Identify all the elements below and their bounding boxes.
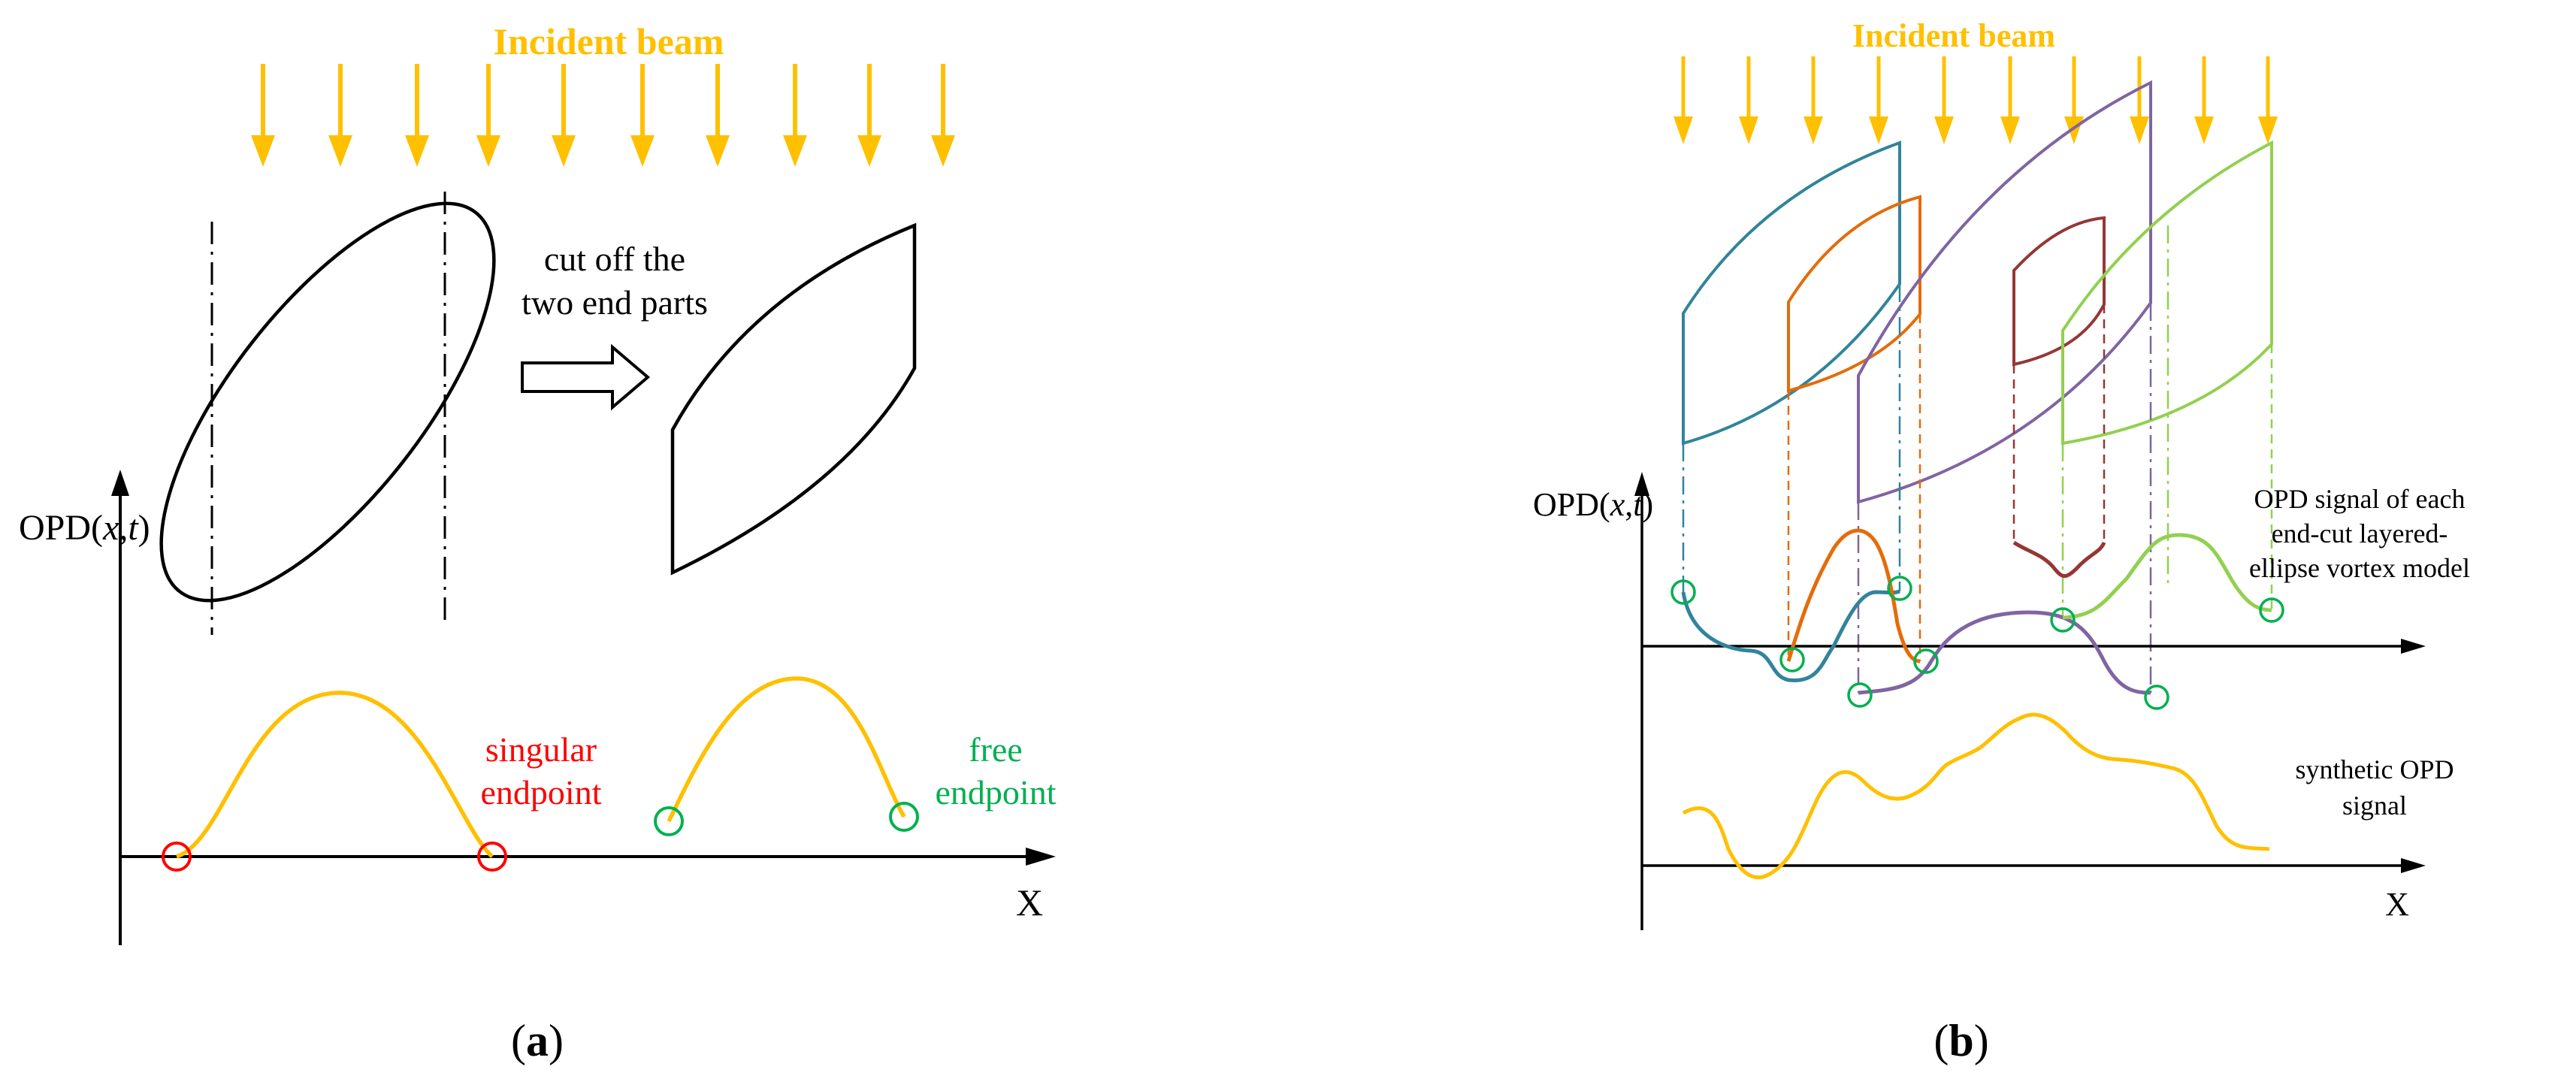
- opd-signal-purple: [1858, 610, 2151, 695]
- panel-b-caption: (b): [1934, 1016, 1988, 1065]
- cut-ellipse: [670, 222, 917, 576]
- free-endpoint-marker: [1913, 648, 1939, 674]
- opd-curve-full: [176, 691, 494, 859]
- panel-a: Incident beam cut off the two end parts: [19, 20, 1057, 1065]
- singular-endpoint-marker-left: [162, 842, 192, 872]
- panel-a-x-arrowhead: [1026, 848, 1056, 866]
- beam-arrow: [405, 64, 429, 167]
- synthetic-opd-curve: [1682, 712, 2270, 880]
- free-endpoint-marker: [2259, 597, 2284, 623]
- beam-arrow: [2194, 56, 2214, 144]
- panel-b-y-arrowhead: [1634, 472, 1649, 496]
- panel-a-y-arrowhead: [111, 470, 129, 496]
- cut-label-line1: cut off the: [544, 240, 685, 278]
- beam-arrow: [931, 64, 955, 167]
- panel-b-upper-x-arrowhead: [2401, 639, 2426, 654]
- singular-label-line1: singular: [485, 730, 597, 769]
- panel-b-y-label: OPD(x,t): [1533, 486, 1653, 523]
- panel-a-beam-arrows: [251, 64, 955, 167]
- synthetic-label-line1: synthetic OPD: [2296, 754, 2454, 784]
- beam-arrow: [706, 64, 730, 167]
- panel-a-x-label: X: [1016, 881, 1043, 923]
- beam-arrow: [1673, 56, 1693, 144]
- panel-b-beam-arrows: [1673, 56, 2278, 144]
- beam-arrow: [2000, 56, 2020, 144]
- singular-endpoint-marker-right: [477, 842, 507, 872]
- signal-label-line1: OPD signal of each: [2254, 484, 2466, 514]
- free-endpoint-marker: [1887, 576, 1912, 601]
- singular-label-line2: endpoint: [481, 773, 602, 812]
- free-label-line2: endpoint: [936, 773, 1057, 812]
- vortex-shape-green: [2061, 140, 2273, 446]
- full-ellipse: [159, 201, 496, 603]
- opd-signal-green: [2062, 533, 2272, 620]
- free-endpoint-marker-left: [654, 806, 684, 836]
- opd-signal-orange: [1786, 528, 1921, 663]
- panel-a-beam-title: Incident beam: [494, 20, 724, 62]
- beam-arrow: [1934, 56, 1954, 144]
- panel-b: Incident beam: [1533, 17, 2470, 1065]
- beam-arrow: [857, 64, 881, 167]
- beam-arrow: [1869, 56, 1888, 144]
- cut-label-line2: two end parts: [522, 283, 708, 322]
- opd-curve-cut: [667, 676, 906, 823]
- projection-lines: [1682, 225, 2273, 693]
- signal-label-line3: ellipse vortex model: [2249, 553, 2470, 583]
- transform-arrow: [521, 343, 651, 411]
- signal-label-line2: end-cut layered-: [2272, 518, 2448, 549]
- vortex-shape-orange: [1787, 195, 1921, 393]
- synthetic-label-line2: signal: [2342, 790, 2407, 821]
- opd-signal-brown: [2012, 540, 2106, 579]
- vortex-shape-teal: [1682, 141, 1901, 446]
- free-endpoint-marker: [2050, 607, 2076, 633]
- beam-arrow: [328, 64, 352, 167]
- beam-arrow: [1804, 56, 1823, 144]
- panel-b-beam-title: Incident beam: [1852, 17, 2055, 54]
- panel-a-caption: (a): [511, 1016, 564, 1065]
- beam-arrow: [783, 64, 807, 167]
- opd-signal-teal: [1681, 589, 1900, 682]
- beam-arrow: [630, 64, 655, 167]
- panel-b-x-label: X: [2385, 886, 2409, 923]
- panel-b-lower-x-arrowhead: [2401, 858, 2426, 873]
- panel-a-y-label: OPD(x,t): [19, 508, 150, 548]
- vortex-shape-purple: [1857, 80, 2152, 504]
- free-label-line1: free: [969, 730, 1022, 769]
- free-endpoint-marker: [1779, 647, 1805, 672]
- beam-arrow: [2258, 56, 2278, 144]
- beam-arrow: [476, 64, 500, 167]
- free-endpoint-marker: [1847, 682, 1873, 708]
- free-endpoint-marker-right: [889, 802, 919, 832]
- beam-arrow: [251, 64, 275, 167]
- free-endpoint-marker: [2144, 685, 2169, 710]
- beam-arrow: [2130, 56, 2149, 144]
- panel-b-endpoint-markers: [1670, 576, 2284, 710]
- beam-arrow: [1739, 56, 1758, 144]
- free-endpoint-marker: [1670, 579, 1696, 605]
- beam-arrow: [552, 64, 576, 167]
